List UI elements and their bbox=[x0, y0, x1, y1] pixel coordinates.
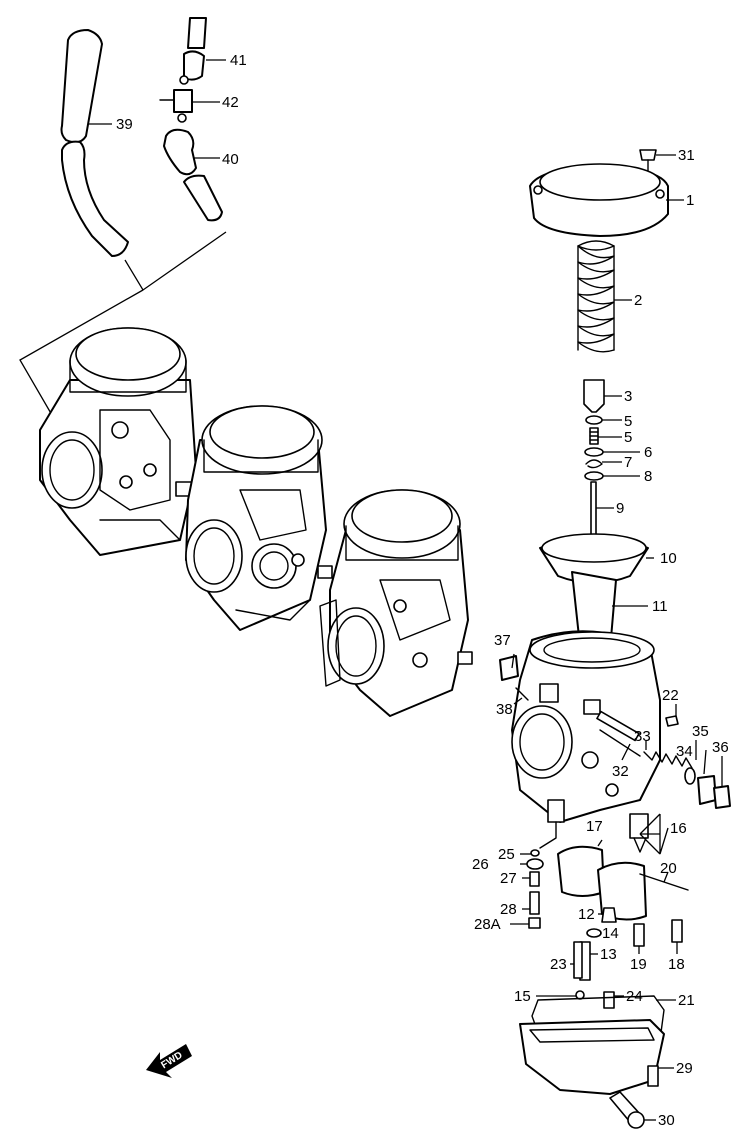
callout-17: 17 bbox=[586, 818, 603, 835]
callout-13: 13 bbox=[600, 946, 617, 963]
callout-16: 16 bbox=[670, 820, 687, 837]
float-bowl bbox=[519, 1019, 665, 1095]
callout-19: 19 bbox=[630, 956, 647, 973]
spring-27 bbox=[529, 871, 540, 887]
callout-5: 5 bbox=[624, 429, 632, 446]
callout-15: 15 bbox=[514, 988, 531, 1005]
fwd-arrow-icon bbox=[146, 1044, 192, 1078]
hose-40 bbox=[163, 128, 223, 222]
screw-29 bbox=[647, 1065, 659, 1087]
hose-41 bbox=[183, 17, 207, 81]
screw-19 bbox=[633, 923, 645, 947]
needle-holder-3 bbox=[583, 379, 605, 413]
cap-36 bbox=[713, 785, 731, 809]
callout-23: 23 bbox=[550, 956, 567, 973]
screw-31 bbox=[639, 149, 657, 177]
callout-34: 34 bbox=[676, 743, 693, 760]
hose-bracket-line bbox=[19, 231, 227, 423]
pilot-jet-23 bbox=[573, 941, 583, 979]
callout-18: 18 bbox=[668, 956, 685, 973]
hose-39 bbox=[60, 29, 129, 257]
callout-6: 6 bbox=[644, 444, 652, 461]
cap-28a bbox=[528, 917, 541, 929]
spring-2 bbox=[577, 240, 615, 353]
callout-2: 2 bbox=[634, 292, 642, 309]
callout-3: 3 bbox=[624, 388, 632, 405]
callout-42: 42 bbox=[222, 94, 239, 111]
carburetor-body-3 bbox=[319, 489, 473, 717]
spring-5 bbox=[589, 427, 599, 445]
callout-30: 30 bbox=[658, 1112, 675, 1129]
callout-33: 33 bbox=[634, 728, 651, 745]
callout-8: 8 bbox=[644, 468, 652, 485]
cap-37 bbox=[499, 655, 519, 681]
callout-31: 31 bbox=[678, 147, 695, 164]
washer-8 bbox=[584, 471, 604, 481]
callout-26: 26 bbox=[472, 856, 489, 873]
callout-22: 22 bbox=[662, 687, 679, 704]
drain-bolt-30 bbox=[609, 1091, 645, 1129]
jet-12 bbox=[601, 907, 617, 923]
carburetor-body-1 bbox=[39, 327, 197, 556]
callout-27: 27 bbox=[500, 870, 517, 887]
callout-35: 35 bbox=[692, 723, 709, 740]
callout-40: 40 bbox=[222, 151, 239, 168]
callout-24: 24 bbox=[626, 988, 643, 1005]
callout-10: 10 bbox=[660, 550, 677, 567]
e-clip-7 bbox=[585, 459, 603, 469]
top-cap-1 bbox=[529, 163, 669, 237]
float-valve-16 bbox=[629, 813, 649, 853]
callout-20: 20 bbox=[660, 860, 677, 877]
pin-38 bbox=[515, 687, 529, 701]
callout-37: 37 bbox=[494, 632, 511, 649]
callout-21: 21 bbox=[678, 992, 695, 1009]
spring-33 bbox=[643, 751, 693, 769]
ring-25 bbox=[530, 849, 540, 857]
callout-12: 12 bbox=[578, 906, 595, 923]
screw-18 bbox=[671, 919, 683, 943]
callout-11: 11 bbox=[652, 598, 668, 615]
callout-36: 36 bbox=[712, 739, 729, 756]
joint-42 bbox=[159, 75, 193, 123]
o-ring-14 bbox=[586, 928, 602, 938]
washer-6 bbox=[584, 447, 604, 457]
callout-38: 38 bbox=[496, 701, 513, 718]
leader-lines bbox=[88, 59, 723, 1121]
callout-1: 1 bbox=[686, 192, 694, 209]
callout-9: 9 bbox=[616, 500, 624, 517]
callout-25: 25 bbox=[498, 846, 515, 863]
washer-26 bbox=[526, 858, 544, 870]
ring-4 bbox=[585, 415, 603, 425]
callout-14: 14 bbox=[602, 925, 619, 942]
callout-28a: 28A bbox=[474, 916, 501, 933]
screw-22 bbox=[665, 715, 679, 727]
callout-28: 28 bbox=[500, 901, 517, 918]
callout-7: 7 bbox=[624, 454, 632, 471]
o-ring-34 bbox=[684, 767, 696, 785]
callout-1: 5 bbox=[624, 413, 632, 430]
callout-39: 39 bbox=[116, 116, 133, 133]
screw-28 bbox=[529, 891, 540, 915]
callout-32: 32 bbox=[612, 763, 629, 780]
screw-24 bbox=[603, 991, 615, 1009]
callout-labels: 5 1 2 3 5 6 7 8 9 10 11 12 13 14 15 16 1… bbox=[116, 52, 729, 1129]
carburetor-body-detail bbox=[511, 630, 661, 849]
carburetor-body-2 bbox=[185, 405, 333, 631]
float-17 bbox=[557, 845, 647, 921]
callout-41: 41 bbox=[230, 52, 247, 69]
callout-29: 29 bbox=[676, 1060, 693, 1077]
